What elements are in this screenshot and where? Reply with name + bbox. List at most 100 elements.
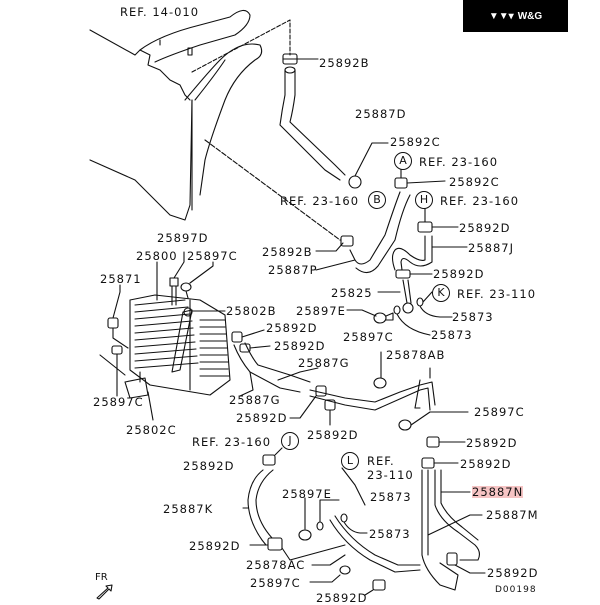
part-label-25892D-9[interactable]: 25892D: [487, 566, 539, 580]
ref-H-label[interactable]: REF. 23-160: [440, 194, 520, 208]
clamp-25892D-8: [446, 552, 458, 566]
clamp-25892D-1: [231, 331, 243, 343]
bolt-25897C-right: [398, 411, 469, 431]
clamp-25892D-7: [262, 454, 276, 466]
fr-arrow-icon: [96, 584, 113, 600]
part-label-25892D-4[interactable]: 25892D: [307, 428, 359, 442]
fitting-25825: [377, 279, 414, 314]
oil-cooler-25800: [129, 294, 231, 396]
callout-H: H: [415, 191, 433, 209]
part-label-25887M[interactable]: 25887M: [486, 508, 539, 522]
washer-25873-c: [316, 521, 324, 531]
callout-K: K: [432, 284, 450, 302]
part-label-25887J[interactable]: 25887J: [468, 241, 514, 255]
part-label-25892D-j[interactable]: 25892D: [433, 267, 485, 281]
part-label-25887G-a[interactable]: 25887G: [298, 356, 350, 370]
brand-logo-icon: ▼▼▾: [488, 10, 514, 22]
part-label-25892C-a[interactable]: 25892C: [390, 135, 441, 149]
part-label-25897C-top[interactable]: 25897C: [187, 249, 238, 263]
leader-dashed-1: [191, 19, 291, 73]
clamp-25892C-a: [348, 142, 389, 189]
part-label-25897D[interactable]: 25897D: [157, 231, 209, 245]
part-label-25892D-6[interactable]: 25892D: [183, 459, 235, 473]
ref-J-label[interactable]: REF. 23-160: [192, 435, 272, 449]
hose-25887M: [421, 469, 483, 591]
bolt-25897E-top: [346, 309, 394, 324]
part-label-25887G-b[interactable]: 25887G: [229, 393, 281, 407]
bolt-25897C-mid: [373, 351, 387, 389]
radiator-outline: [89, 29, 193, 221]
part-label-25892B-mid[interactable]: 25892B: [262, 245, 313, 259]
callout-L: L: [341, 452, 359, 470]
part-label-25878AB[interactable]: 25878AB: [386, 348, 446, 362]
part-label-25887K[interactable]: 25887K: [163, 502, 214, 516]
pipe-25878AB: [309, 367, 436, 411]
part-label-25887N-highlighted[interactable]: 25887N: [472, 485, 524, 499]
part-label-25897C-right[interactable]: 25897C: [474, 405, 525, 419]
brand-name: W&G: [517, 10, 543, 22]
part-label-25887D[interactable]: 25887D: [355, 107, 407, 121]
bracket-25802C: [124, 371, 154, 421]
ref-l-leader: [341, 467, 366, 506]
part-label-25892D-10[interactable]: 25892D: [316, 591, 368, 605]
part-label-25892D-5[interactable]: 25892D: [466, 436, 518, 450]
clamp-25892D-6: [421, 457, 435, 469]
clamp-25892B-top: [282, 53, 319, 65]
bolt-25897E-bottom: [298, 497, 312, 541]
ref-A-label[interactable]: REF. 23-160: [419, 155, 499, 169]
part-label-25892B-top[interactable]: 25892B: [319, 56, 370, 70]
clamp-25892D-j: [395, 269, 433, 279]
bolt-25897C-bottom: [309, 565, 351, 583]
part-label-25825[interactable]: 25825: [331, 286, 373, 300]
hose-25887K: [242, 469, 274, 546]
bolt-25897D: [169, 251, 185, 306]
part-label-25802C[interactable]: 25802C: [126, 423, 177, 437]
clamp-25892D-3: [315, 385, 327, 397]
part-label-25892D-7[interactable]: 25892D: [460, 457, 512, 471]
callout-J: J: [281, 432, 299, 450]
callout-B: B: [368, 191, 386, 209]
part-label-25892D-2[interactable]: 25892D: [274, 339, 326, 353]
part-label-25897C-left[interactable]: 25897C: [93, 395, 144, 409]
washer-25873-d: [340, 513, 348, 523]
part-label-25873-d[interactable]: 25873: [369, 527, 411, 541]
ref-K-label[interactable]: REF. 23-110: [457, 287, 537, 301]
hose-25887N: [434, 469, 481, 561]
part-label-25800[interactable]: 25800: [136, 249, 178, 263]
part-label-25892C-b[interactable]: 25892C: [449, 175, 500, 189]
ref-L-label-1[interactable]: REF.: [367, 454, 395, 468]
part-label-25873-b[interactable]: 25873: [431, 328, 473, 342]
part-label-25873-c[interactable]: 25873: [370, 490, 412, 504]
part-label-25897E-top[interactable]: 25897E: [296, 304, 346, 318]
part-label-25878AC[interactable]: 25878AC: [246, 558, 306, 572]
part-label-25871[interactable]: 25871: [100, 272, 142, 286]
bolt-25897C-left: [99, 345, 126, 397]
clamp-25892D-9: [267, 537, 283, 551]
bolt-25897C-top: [180, 261, 214, 299]
part-label-25802B[interactable]: 25802B: [226, 304, 277, 318]
callout-A: A: [394, 152, 412, 170]
part-label-25892D-8[interactable]: 25892D: [189, 539, 241, 553]
part-label-25873-a[interactable]: 25873: [452, 310, 494, 324]
pipe-25878AC: [311, 515, 421, 573]
leader-dashed-2: [204, 139, 341, 241]
part-label-25892D-1[interactable]: 25892D: [266, 321, 318, 335]
part-label-25897E-bottom[interactable]: 25897E: [282, 487, 332, 501]
part-label-25892D-3[interactable]: 25892D: [236, 411, 288, 425]
ref-14-010-label: REF. 14-010: [120, 5, 200, 19]
brand-badge: ▼▼▾ W&G: [463, 0, 568, 32]
part-label-25897C-mid[interactable]: 25897C: [343, 330, 394, 344]
part-label-25892D-h[interactable]: 25892D: [459, 221, 511, 235]
ref-L-label-2[interactable]: 23-110: [367, 468, 414, 482]
nut-25871: [107, 284, 129, 349]
part-label-25897C-bottom[interactable]: 25897C: [250, 576, 301, 590]
clamp-25892D-10: [372, 579, 386, 591]
washer-25873-a: [416, 297, 424, 307]
ref-B-label[interactable]: REF. 23-160: [280, 194, 360, 208]
hose-25887P: [315, 191, 411, 274]
part-label-25887P[interactable]: 25887P: [268, 263, 318, 277]
washer-25873-b: [393, 305, 401, 315]
hose-25887D: [279, 66, 346, 181]
clamp-25892B-mid: [315, 235, 354, 252]
